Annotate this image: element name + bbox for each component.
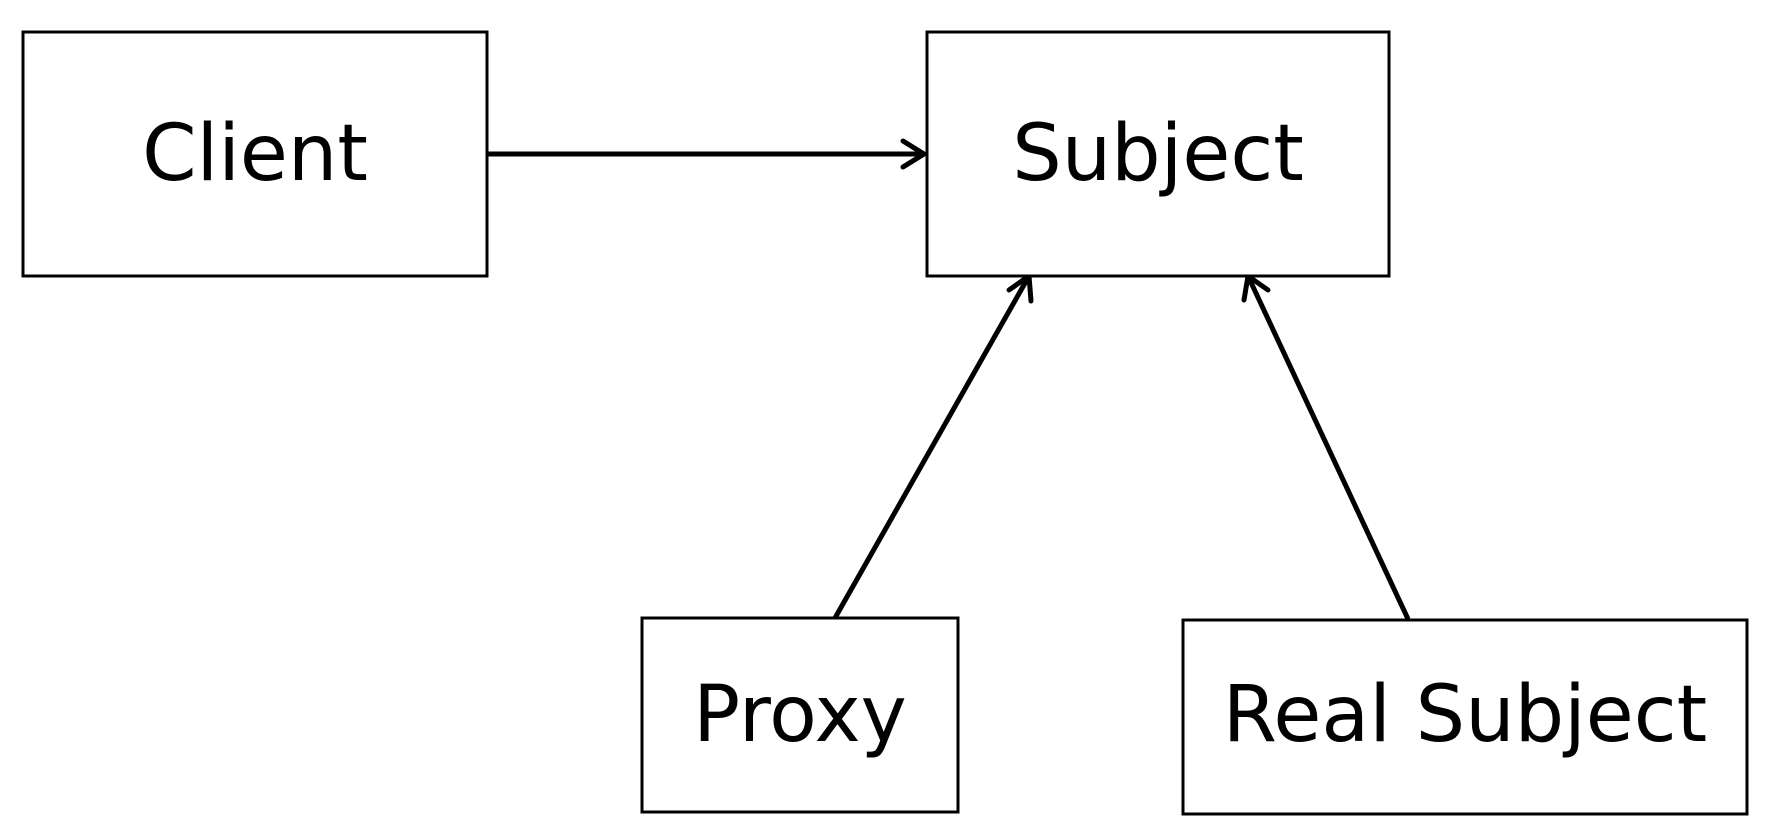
edge-client-to-subject-arrowhead (900, 138, 927, 170)
edge-proxy-to-subject (832, 273, 1034, 620)
edge-client-to-subject (484, 138, 927, 170)
node-proxy: Proxy (640, 616, 960, 814)
node-subject-box (925, 30, 1391, 278)
edge-real-subject-to-subject (1241, 273, 1411, 621)
node-real-subject-box (1181, 618, 1749, 816)
node-subject: Subject (925, 30, 1391, 278)
node-client: Client (21, 30, 489, 278)
edge-proxy-to-subject-line (832, 274, 1032, 620)
edge-real-subject-to-subject-line (1245, 274, 1411, 621)
node-real-subject-label: Real Subject (1223, 670, 1708, 760)
node-proxy-label: Proxy (693, 670, 907, 760)
node-real-subject: Real Subject (1181, 618, 1749, 816)
node-subject-label: Subject (1012, 109, 1304, 199)
node-client-box (21, 30, 489, 278)
node-client-label: Client (142, 109, 368, 199)
node-proxy-box (640, 616, 960, 814)
